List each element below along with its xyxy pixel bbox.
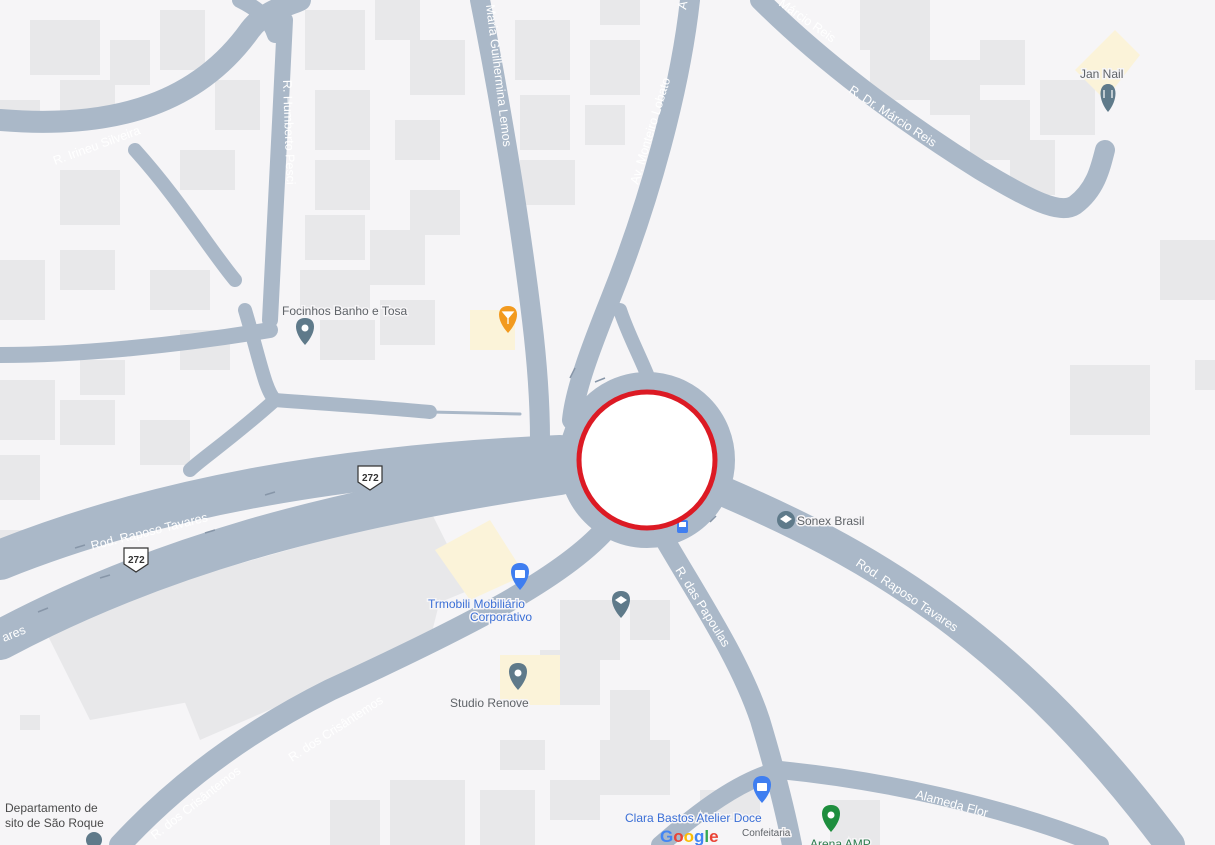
google-logo: Google: [660, 827, 719, 845]
poi-label-trmobili-1: Trmobili Mobiliário: [428, 597, 525, 611]
poi-label-arena-amp: Arena AMP: [810, 837, 871, 845]
poi-sonex[interactable]: Sonex Brasil: [777, 511, 866, 530]
svg-text:272: 272: [128, 555, 145, 566]
building-pin-icon: [86, 832, 102, 845]
poi-label-departamento-1: Departamento de: [5, 801, 98, 815]
poi-departamento[interactable]: Departamento de sito de São Roque: [5, 801, 104, 845]
road-label-humberto-pesci: R. Humberto Pesci: [280, 80, 298, 185]
poi-studio-renove[interactable]: Studio Renove: [449, 663, 531, 712]
poi-arena-amp[interactable]: Arena AMP: [809, 805, 872, 845]
poi-label-departamento-2: sito de São Roque: [5, 816, 104, 830]
poi-label-clara-bastos: Clara Bastos Atelier Doce: [625, 811, 762, 825]
google-logo-text: Google: [660, 827, 719, 845]
poi-school[interactable]: [612, 591, 630, 618]
poi-label-trmobili-2: Corporativo: [470, 610, 532, 624]
poi-label-jan-nail: Jan Nail: [1080, 67, 1123, 81]
highlight-area-layer: [435, 30, 1140, 705]
poi-trmobili[interactable]: Trmobili Mobiliário Corporativo: [427, 563, 534, 626]
poi-bar[interactable]: [499, 306, 517, 333]
red-circle-marker-icon: [576, 389, 718, 531]
route-shield-272-top: 272: [357, 465, 383, 491]
poi-clara-bastos[interactable]: Clara Bastos Atelier Doce Confeitaria: [624, 776, 792, 841]
road-label-top-fragment: A: [675, 0, 690, 11]
poi-jan-nail[interactable]: Jan Nail: [1079, 66, 1125, 112]
direction-arrow-layer: [37, 367, 717, 613]
svg-text:272: 272: [362, 473, 379, 484]
bus-stop[interactable]: [677, 520, 688, 533]
poi-label-sonex: Sonex Brasil: [797, 514, 864, 528]
graduation-cap-pin-icon: [612, 591, 630, 618]
route-shield-272-bottom: 272: [123, 547, 149, 573]
poi-label-focinhos: Focinhos Banho e Tosa: [282, 304, 408, 318]
poi-label-confeitaria: Confeitaria: [742, 828, 791, 839]
poi-label-studio-renove: Studio Renove: [450, 696, 529, 710]
poi-focinhos[interactable]: Focinhos Banho e Tosa: [281, 303, 409, 345]
